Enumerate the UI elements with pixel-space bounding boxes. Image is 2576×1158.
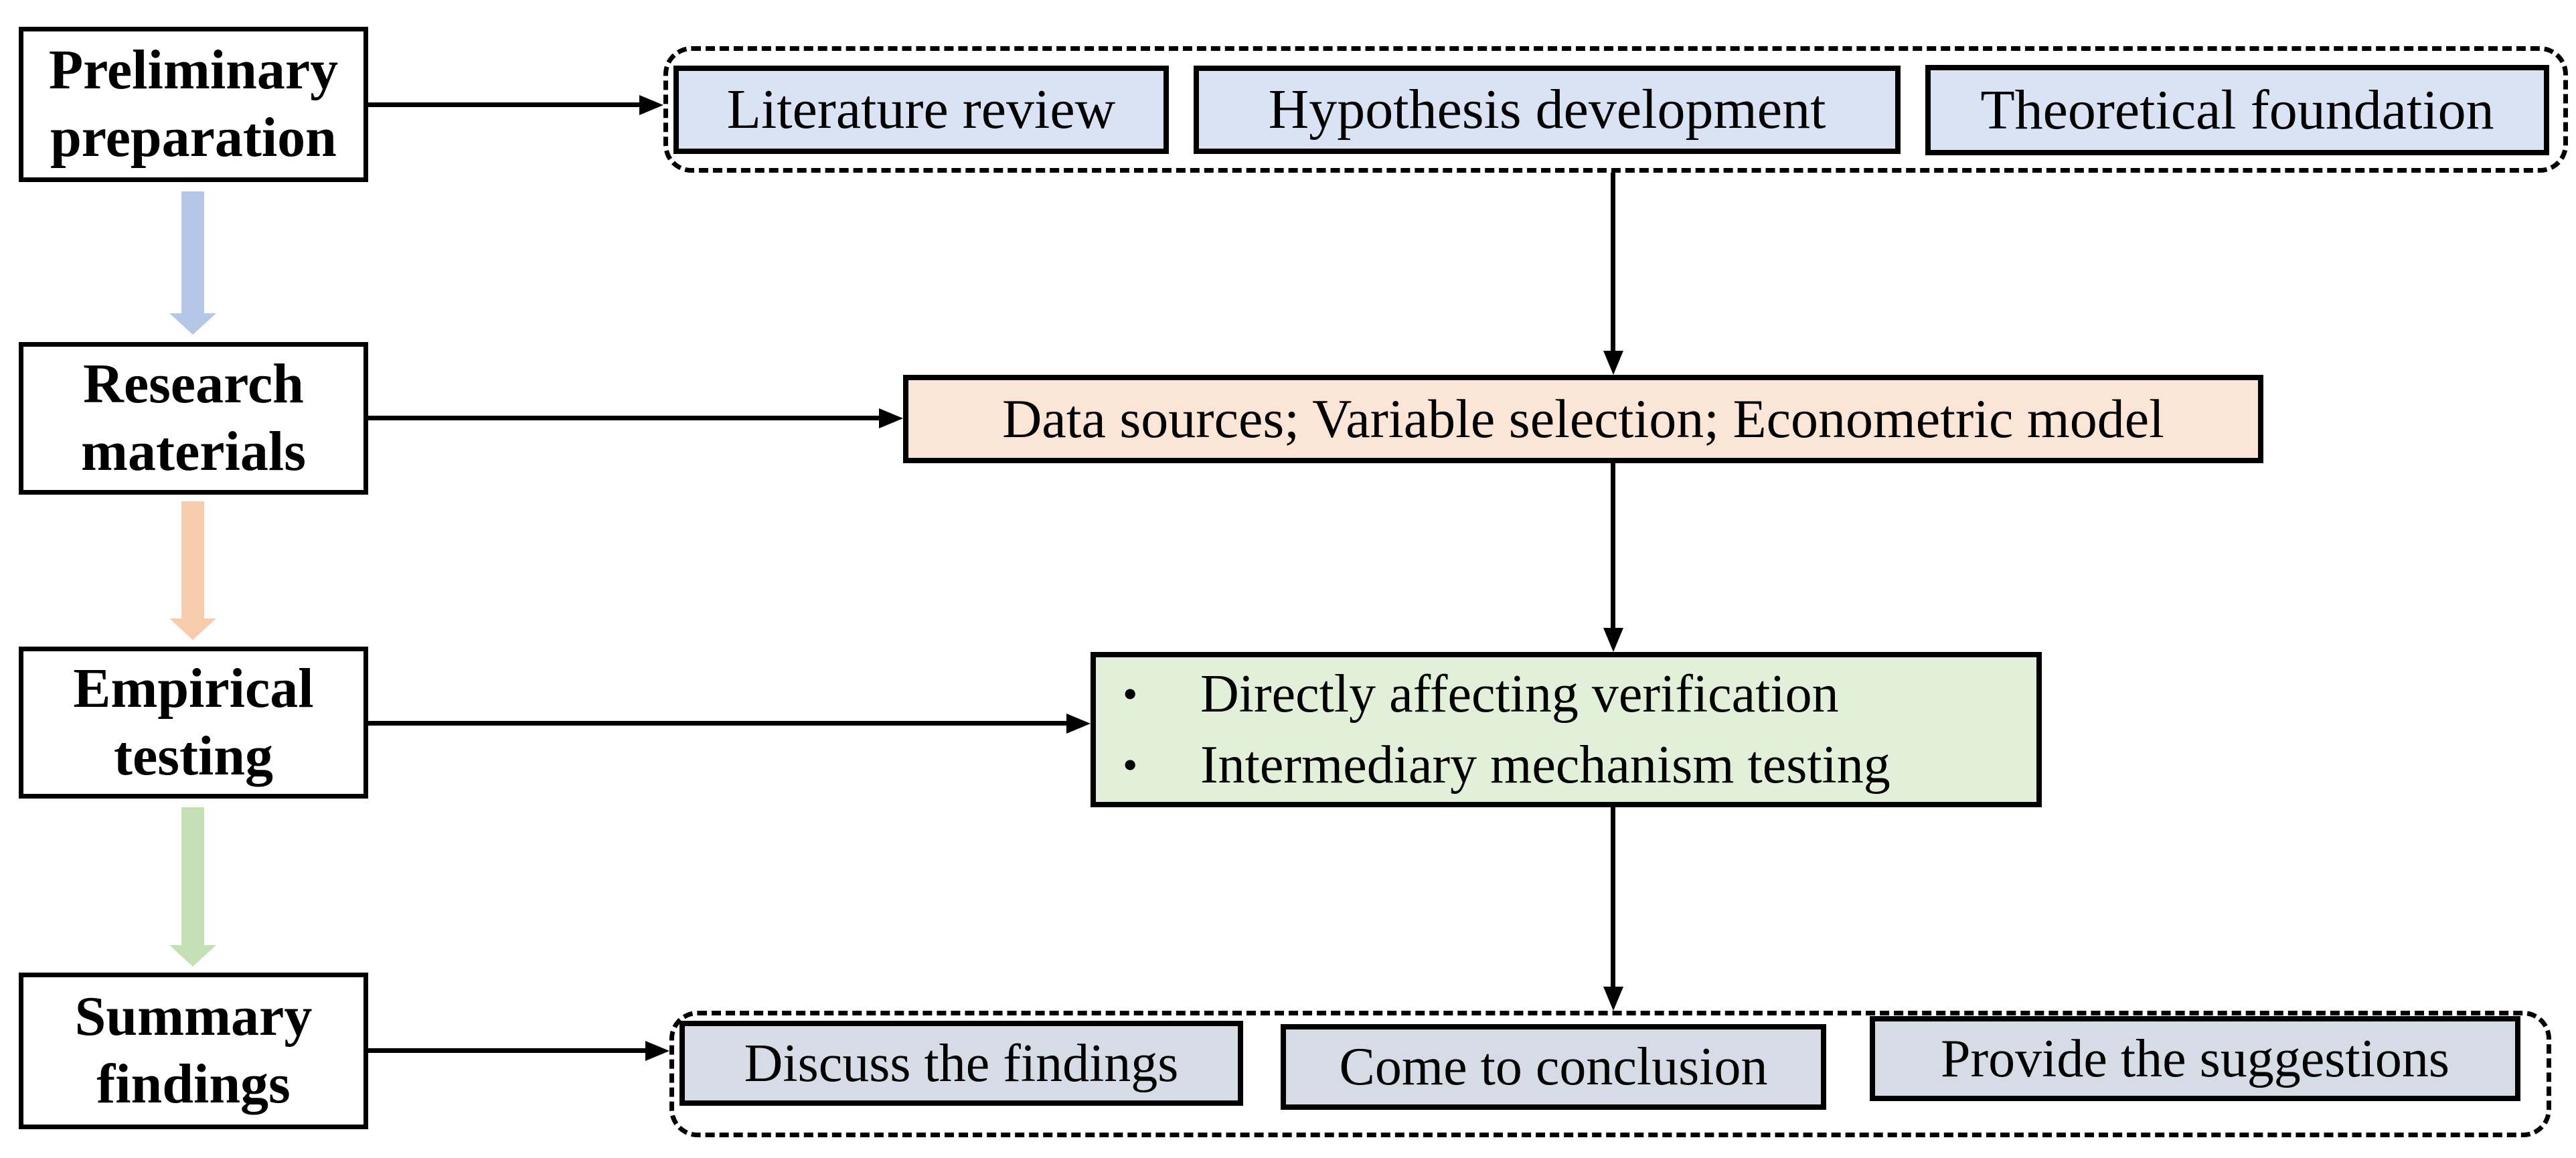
right-arrowhead-icon (1066, 714, 1091, 734)
connector-line (368, 102, 641, 107)
arrow-head (169, 313, 216, 335)
connector-line (1611, 807, 1615, 989)
connector-line (1611, 173, 1615, 353)
connector-line (1611, 463, 1615, 631)
discuss-findings-box: Discuss the findings (679, 1021, 1243, 1106)
bullet-icon: • (1123, 741, 1138, 789)
box-label: Discuss the findings (744, 1033, 1179, 1093)
down-block-arrow-orange-icon (169, 501, 216, 640)
stage-label: Research materials (81, 353, 306, 483)
preparation-group-container (663, 46, 2568, 173)
connector-line (368, 1048, 647, 1053)
arrow-head (169, 945, 216, 967)
stage-label: Empirical testing (73, 657, 314, 787)
empirical-testing-detail-box: • Directly affecting verification • Inte… (1091, 652, 2042, 807)
right-arrowhead-icon (879, 408, 903, 428)
stage-box-research-materials: Research materials (19, 342, 368, 495)
right-arrowhead-icon (639, 95, 663, 115)
hypothesis-development-box: Hypothesis development (1194, 66, 1901, 154)
stage-box-summary-findings: Summary findings (19, 973, 368, 1129)
stage-box-empirical-testing: Empirical testing (19, 647, 368, 799)
box-label: Theoretical foundation (1980, 78, 2494, 141)
down-arrowhead-icon (1603, 351, 1623, 375)
stage-label: Summary findings (74, 985, 313, 1115)
down-arrowhead-icon (1603, 987, 1623, 1011)
arrow-shaft (181, 191, 204, 313)
box-label: Come to conclusion (1339, 1038, 1768, 1096)
right-arrowhead-icon (645, 1041, 669, 1061)
stage-box-preliminary-preparation: Preliminary preparation (19, 27, 368, 182)
arrow-shaft (181, 807, 204, 945)
literature-review-box: Literature review (673, 66, 1169, 154)
down-block-arrow-blue-icon (169, 191, 216, 335)
bullet-label: Intermediary mechanism testing (1200, 736, 1890, 795)
come-to-conclusion-box: Come to conclusion (1281, 1024, 1826, 1110)
box-label: Literature review (726, 78, 1116, 141)
provide-suggestions-box: Provide the suggestions (1870, 1016, 2520, 1101)
box-label: Data sources; Variable selection; Econom… (1002, 388, 2164, 449)
connector-line (368, 721, 1068, 726)
theoretical-foundation-box: Theoretical foundation (1925, 65, 2549, 155)
down-arrowhead-icon (1603, 628, 1623, 652)
research-materials-detail-box: Data sources; Variable selection; Econom… (903, 375, 2263, 463)
bullet-icon: • (1123, 670, 1138, 718)
arrow-shaft (181, 501, 204, 618)
down-block-arrow-green-icon (169, 807, 216, 967)
box-label: Provide the suggestions (1941, 1029, 2449, 1088)
findings-group-container (669, 1011, 2551, 1137)
bullet-label: Directly affecting verification (1200, 665, 1839, 724)
arrow-head (169, 618, 216, 640)
bullet-item: • Directly affecting verification (1113, 667, 2036, 721)
stage-label: Preliminary preparation (48, 39, 339, 169)
bullet-item: • Intermediary mechanism testing (1113, 738, 2036, 792)
box-label: Hypothesis development (1268, 78, 1826, 141)
connector-line (368, 416, 880, 420)
